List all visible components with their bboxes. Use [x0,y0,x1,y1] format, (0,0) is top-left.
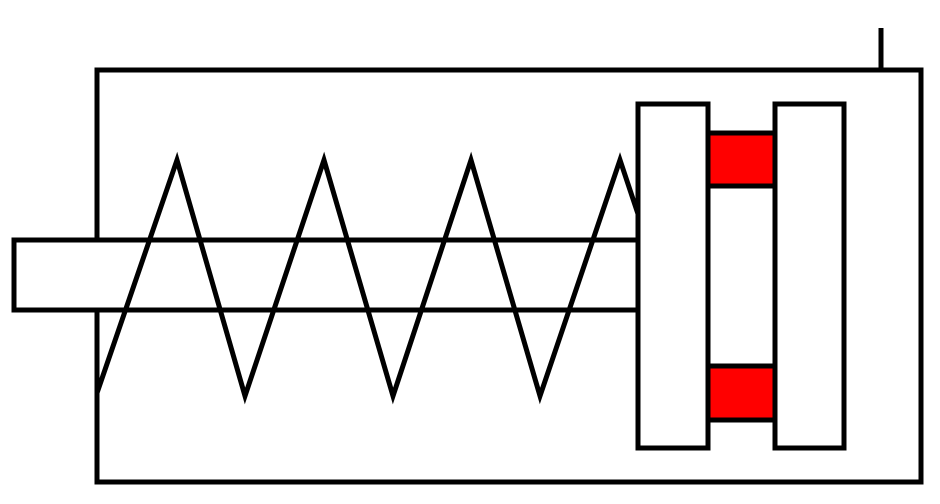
seal-bottom [705,363,778,423]
seal-top [705,130,778,189]
piston-plate-right [772,101,847,451]
compression-spring [94,151,641,405]
piston-plate-left [635,101,711,451]
piston-rod [11,237,641,313]
